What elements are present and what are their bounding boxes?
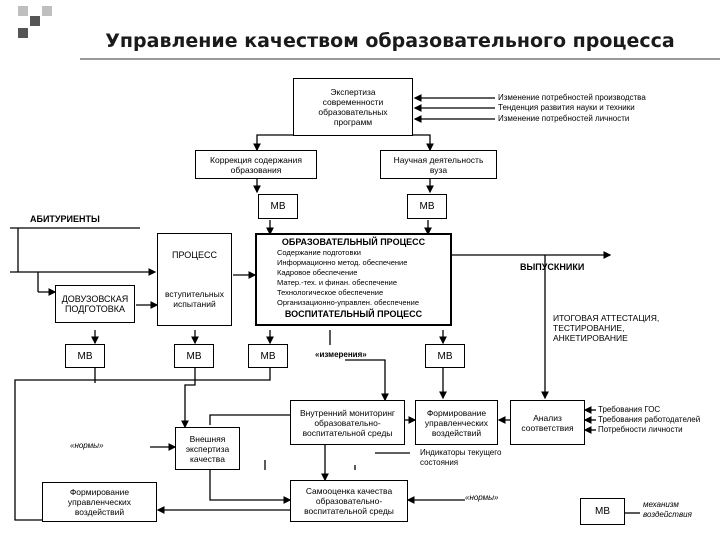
expertise-box: Экспертиза современности образовательных…: [293, 78, 413, 136]
norms-label-right: «нормы»: [465, 493, 499, 502]
edu-process-box: ОБРАЗОВАТЕЛЬНЫЙ ПРОЦЕСС Содержание подго…: [255, 233, 452, 326]
analysis-box: Анализ соответствия: [510, 400, 585, 445]
process-label: ПРОЦЕСС: [172, 249, 217, 260]
requirement-label-employers: Требования работодателей: [598, 415, 701, 424]
decor-square-3: [42, 6, 52, 16]
norms-label-left: «нормы»: [70, 441, 104, 450]
entrance-exams-label: вступительных испытаний: [165, 289, 224, 310]
legend-label: механизм воздействия: [643, 500, 692, 519]
mv-box-correction: МВ: [258, 194, 298, 219]
measurements-label: «измерения»: [315, 350, 367, 359]
mv-box-forming: МВ: [425, 344, 465, 368]
self-assessment-box: Самооценка качества образовательно- восп…: [290, 480, 408, 522]
entrance-process-box: ПРОЦЕСС вступительных испытаний: [157, 233, 232, 326]
decor-square-1: [18, 6, 28, 16]
certification-label: ИТОГОВАЯ АТТЕСТАЦИЯ, ТЕСТИРОВАНИЕ, АНКЕТ…: [553, 313, 660, 343]
science-box: Научная деятельность вуза: [380, 150, 497, 179]
decor-square-4: [18, 28, 28, 38]
edu-process-item: Содержание подготовки: [277, 248, 361, 257]
mv-box-science: МВ: [407, 194, 447, 219]
edu-process-title: ОБРАЗОВАТЕЛЬНЫЙ ПРОЦЕСС: [281, 237, 426, 247]
page-title: Управление качеством образовательного пр…: [105, 30, 675, 52]
graduates-label: ВЫПУСКНИКИ: [520, 262, 585, 272]
mv-legend-box: МВ: [580, 498, 625, 525]
forming-upper-box: Формирование управленческих воздействий: [415, 400, 498, 445]
preuniversity-box: ДОВУЗОВСКАЯ ПОДГОТОВКА: [55, 285, 135, 323]
title-underline: [80, 58, 720, 60]
applicants-label: АБИТУРИЕНТЫ: [30, 214, 100, 224]
need-label-science: Тенденция развития науки и техники: [498, 103, 635, 112]
mv-box-entrance: МВ: [174, 344, 214, 368]
external-expertise-box: Внешняя экспертиза качества: [175, 427, 240, 470]
edu-process-item: Информационно метод. обеспечение: [277, 258, 408, 267]
mv-box-process: МВ: [248, 344, 288, 368]
upbringing-title: ВОСПИТАТЕЛЬНЫЙ ПРОЦЕСС: [284, 309, 423, 319]
indicators-label: Индикаторы текущего состояния: [420, 448, 502, 467]
need-label-personal: Изменение потребностей личности: [498, 114, 630, 123]
requirement-label-personal: Потребности личности: [598, 425, 683, 434]
decor-square-2: [30, 16, 40, 26]
edu-process-item: Организационно-управлен. обеспечение: [277, 298, 419, 307]
edu-process-item: Технологическое обеспечение: [277, 288, 384, 297]
need-label-production: Изменение потребностей производства: [498, 93, 646, 102]
correction-box: Коррекция содержания образования: [195, 150, 317, 179]
requirement-label-gos: Требования ГОС: [598, 405, 661, 414]
mv-box-preuniversity: МВ: [65, 344, 105, 368]
internal-monitoring-box: Внутренний мониторинг образовательно- во…: [290, 400, 405, 445]
forming-lower-box: Формирование управленческих воздействий: [42, 482, 157, 522]
edu-process-item: Матер.-тех. и финан. обеспечение: [277, 278, 398, 287]
edu-process-item: Кадровое обеспечение: [277, 268, 358, 277]
